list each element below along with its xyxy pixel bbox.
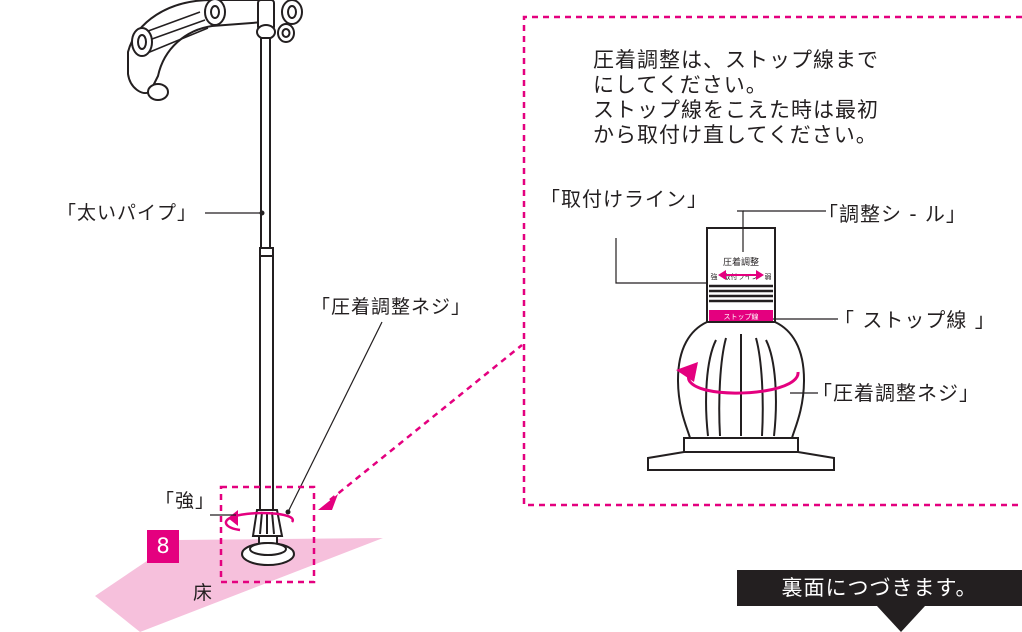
- seal-weak-mark: 弱: [765, 273, 772, 281]
- floor-area: [95, 538, 383, 632]
- left-leaders: [205, 210, 383, 516]
- zoom-focus-box: [219, 485, 316, 584]
- step-number-badge: 8: [147, 530, 179, 563]
- right-leaders: [615, 210, 838, 394]
- rotation-arrow-large: [676, 362, 800, 395]
- label-stop-line: 「 ストップ線 」: [834, 308, 996, 332]
- seal-stop-text: ストップ線: [724, 312, 759, 321]
- label-pressure-screw-right: 「圧着調整ネジ」: [812, 381, 980, 405]
- seal-text: 圧着調整 取付ライン 強 弱 ストップ線: [711, 256, 772, 321]
- seal-strong-mark: 強: [711, 273, 718, 281]
- seal-mount-text: 取付ライン: [724, 272, 759, 281]
- label-strong: 「強」: [155, 490, 216, 512]
- instruction-line-1: 圧着調整は、ストップ線まで: [593, 48, 879, 72]
- instruction-text: 圧着調整は、ストップ線まで にしてください。 ストップ線をこえた時は最初 から取…: [593, 48, 973, 148]
- instruction-line-4: から取付け直してください。: [593, 123, 878, 147]
- thick-pipe: [259, 247, 274, 511]
- label-adjust-seal: 「調整シ - ル」: [818, 202, 967, 226]
- label-floor: 床: [193, 582, 214, 604]
- instruction-line-2: にしてください。: [593, 73, 768, 97]
- thin-pipe: [260, 37, 271, 249]
- continue-banner: 裏面につづきます。: [737, 570, 1022, 606]
- handle-grip: [127, 0, 303, 101]
- label-pressure-screw-left: 「圧着調整ネジ」: [311, 296, 472, 318]
- seal-title: 圧着調整: [723, 256, 759, 268]
- pole: [241, 37, 295, 566]
- zoom-panel-border: [522, 15, 1022, 507]
- rotation-arrow-small: [224, 510, 294, 532]
- instruction-line-3: ストップ線をこえた時は最初: [593, 98, 879, 122]
- continue-arrow-icon: [877, 606, 925, 632]
- label-mounting-line: 「取付けライン」: [540, 187, 708, 211]
- magnified-screw: [647, 227, 835, 471]
- zoom-pointer: [329, 344, 523, 501]
- label-thick-pipe: 「太いパイプ」: [57, 202, 198, 224]
- zoom-pointer-arrowhead: [318, 494, 338, 510]
- seal-arrows: [718, 270, 764, 280]
